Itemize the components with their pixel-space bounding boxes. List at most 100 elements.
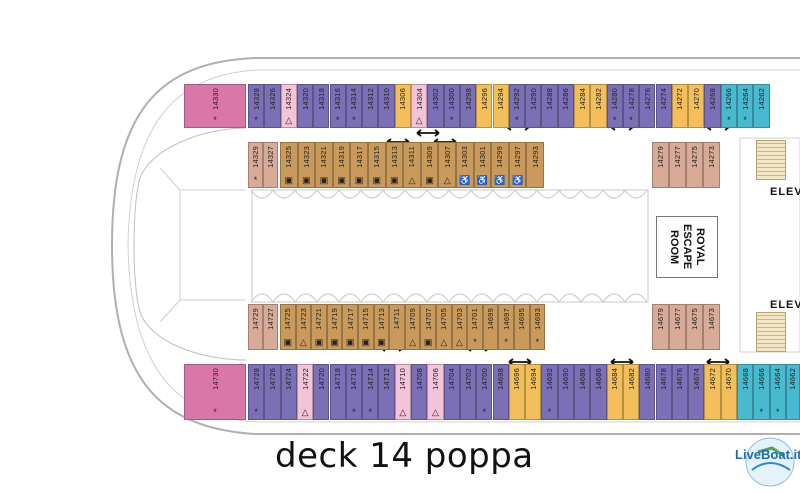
cabin-14697[interactable]: 14697* — [498, 304, 514, 350]
cabin-14693[interactable]: 14693* — [529, 304, 546, 350]
cabin-14724[interactable]: 14724 — [280, 364, 297, 420]
cabin-14688[interactable]: 14688 — [574, 364, 591, 420]
cabin-14299[interactable]: 14299♿ — [491, 142, 509, 188]
cabin-14715[interactable]: 14715▣ — [358, 304, 374, 350]
cabin-14275[interactable]: 14275 — [686, 142, 703, 188]
cabin-14293[interactable]: 14293 — [526, 142, 544, 188]
cabin-14700[interactable]: 14700* — [476, 364, 493, 420]
cabin-14686[interactable]: 14686 — [590, 364, 607, 420]
cabin-14670[interactable]: 14670 — [720, 364, 737, 420]
cabin-14329[interactable]: 14329* — [248, 142, 263, 188]
cabin-14325[interactable]: 14325▣ — [280, 142, 298, 188]
cabin-14273[interactable]: 14273 — [703, 142, 720, 188]
cabin-14728[interactable]: 14728* — [248, 364, 265, 420]
cabin-14673[interactable]: 14673 — [703, 304, 720, 350]
cabin-14318[interactable]: 14318 — [313, 84, 330, 128]
cabin-14292[interactable]: 14292* — [508, 84, 526, 128]
cabin-14690[interactable]: 14690 — [557, 364, 574, 420]
cabin-14279[interactable]: 14279 — [652, 142, 669, 188]
cabin-14722[interactable]: 14722△ — [296, 364, 314, 420]
cabin-14280[interactable]: 14280* — [606, 84, 623, 128]
cabin-14309[interactable]: 14309▣ — [420, 142, 439, 188]
cabin-14262[interactable]: 14262 — [753, 84, 770, 128]
cabin-14313[interactable]: 14313▣ — [385, 142, 404, 188]
cabin-14694[interactable]: 14694 — [525, 364, 542, 420]
cabin-14676[interactable]: 14676 — [671, 364, 689, 420]
cabin-14664[interactable]: 14664* — [769, 364, 786, 420]
cabin-14682[interactable]: 14682 — [622, 364, 640, 420]
cabin-14315[interactable]: 14315▣ — [368, 142, 386, 188]
cabin-14323[interactable]: 14323▣ — [297, 142, 316, 188]
cabin-14708[interactable]: 14708 — [411, 364, 428, 420]
cabin-14730[interactable]: 14730* — [184, 364, 246, 420]
cabin-14274[interactable]: 14274 — [655, 84, 672, 128]
cabin-14286[interactable]: 14286 — [557, 84, 574, 128]
cabin-14324[interactable]: 14324△ — [280, 84, 297, 128]
cabin-14675[interactable]: 14675 — [686, 304, 703, 350]
cabin-14679[interactable]: 14679 — [652, 304, 669, 350]
cabin-14327[interactable]: 14327 — [263, 142, 278, 188]
cabin-14307[interactable]: 14307△ — [438, 142, 456, 188]
cabin-14303[interactable]: 14303♿ — [456, 142, 474, 188]
cabin-14720[interactable]: 14720 — [313, 364, 330, 420]
cabin-14712[interactable]: 14712 — [378, 364, 395, 420]
cabin-14326[interactable]: 14326 — [264, 84, 281, 128]
cabin-14321[interactable]: 14321▣ — [315, 142, 333, 188]
cabin-14301[interactable]: 14301♿ — [473, 142, 492, 188]
cabin-14705[interactable]: 14705△ — [436, 304, 452, 350]
cabin-14717[interactable]: 14717▣ — [342, 304, 358, 350]
cabin-14684[interactable]: 14684 — [606, 364, 623, 420]
cabin-14304[interactable]: 14304△ — [411, 84, 428, 128]
cabin-14710[interactable]: 14710△ — [394, 364, 411, 420]
cabin-14314[interactable]: 14314* — [345, 84, 363, 128]
cabin-14668[interactable]: 14668 — [737, 364, 754, 420]
cabin-14312[interactable]: 14312 — [362, 84, 379, 128]
cabin-14320[interactable]: 14320 — [296, 84, 314, 128]
cabin-14330[interactable]: 14330* — [184, 84, 246, 128]
cabin-14713[interactable]: 14713▣ — [373, 304, 390, 350]
cabin-14666[interactable]: 14666* — [753, 364, 770, 420]
cabin-14290[interactable]: 14290 — [525, 84, 542, 128]
cabin-14316[interactable]: 14316* — [329, 84, 346, 128]
cabin-14704[interactable]: 14704 — [443, 364, 460, 420]
cabin-14727[interactable]: 14727 — [263, 304, 278, 350]
cabin-14277[interactable]: 14277 — [669, 142, 686, 188]
cabin-14707[interactable]: 14707▣ — [420, 304, 436, 350]
cabin-14706[interactable]: 14706△ — [427, 364, 444, 420]
cabin-14674[interactable]: 14674 — [688, 364, 705, 420]
cabin-14703[interactable]: 14703△ — [451, 304, 468, 350]
cabin-14310[interactable]: 14310 — [378, 84, 395, 128]
cabin-14319[interactable]: 14319▣ — [332, 142, 351, 188]
cabin-14672[interactable]: 14672 — [704, 364, 721, 420]
cabin-14268[interactable]: 14268 — [704, 84, 721, 128]
cabin-14716[interactable]: 14716* — [345, 364, 363, 420]
cabin-14723[interactable]: 14723△ — [295, 304, 312, 350]
cabin-14264[interactable]: 14264* — [737, 84, 754, 128]
cabin-14711[interactable]: 14711 — [389, 304, 405, 350]
cabin-14726[interactable]: 14726 — [264, 364, 281, 420]
cabin-14288[interactable]: 14288 — [541, 84, 558, 128]
cabin-14729[interactable]: 14729 — [248, 304, 263, 350]
cabin-14296[interactable]: 14296 — [476, 84, 493, 128]
cabin-14266[interactable]: 14266* — [720, 84, 737, 128]
cabin-14662[interactable]: 14662 — [785, 364, 800, 420]
cabin-14718[interactable]: 14718 — [329, 364, 346, 420]
cabin-14272[interactable]: 14272 — [671, 84, 689, 128]
cabin-14270[interactable]: 14270 — [688, 84, 705, 128]
cabin-14282[interactable]: 14282 — [590, 84, 607, 128]
cabin-14699[interactable]: 14699 — [482, 304, 499, 350]
cabin-14297[interactable]: 14297♿ — [508, 142, 527, 188]
cabin-14702[interactable]: 14702 — [459, 364, 477, 420]
cabin-14278[interactable]: 14278* — [622, 84, 640, 128]
cabin-14721[interactable]: 14721▣ — [311, 304, 327, 350]
cabin-14719[interactable]: 14719▣ — [326, 304, 343, 350]
cabin-14298[interactable]: 14298 — [459, 84, 477, 128]
cabin-14709[interactable]: 14709△ — [404, 304, 421, 350]
cabin-14328[interactable]: 14328* — [248, 84, 265, 128]
cabin-14311[interactable]: 14311△ — [403, 142, 421, 188]
cabin-14284[interactable]: 14284 — [574, 84, 591, 128]
cabin-14680[interactable]: 14680 — [639, 364, 656, 420]
cabin-14294[interactable]: 14294 — [492, 84, 509, 128]
cabin-14276[interactable]: 14276 — [639, 84, 656, 128]
cabin-14302[interactable]: 14302 — [427, 84, 444, 128]
